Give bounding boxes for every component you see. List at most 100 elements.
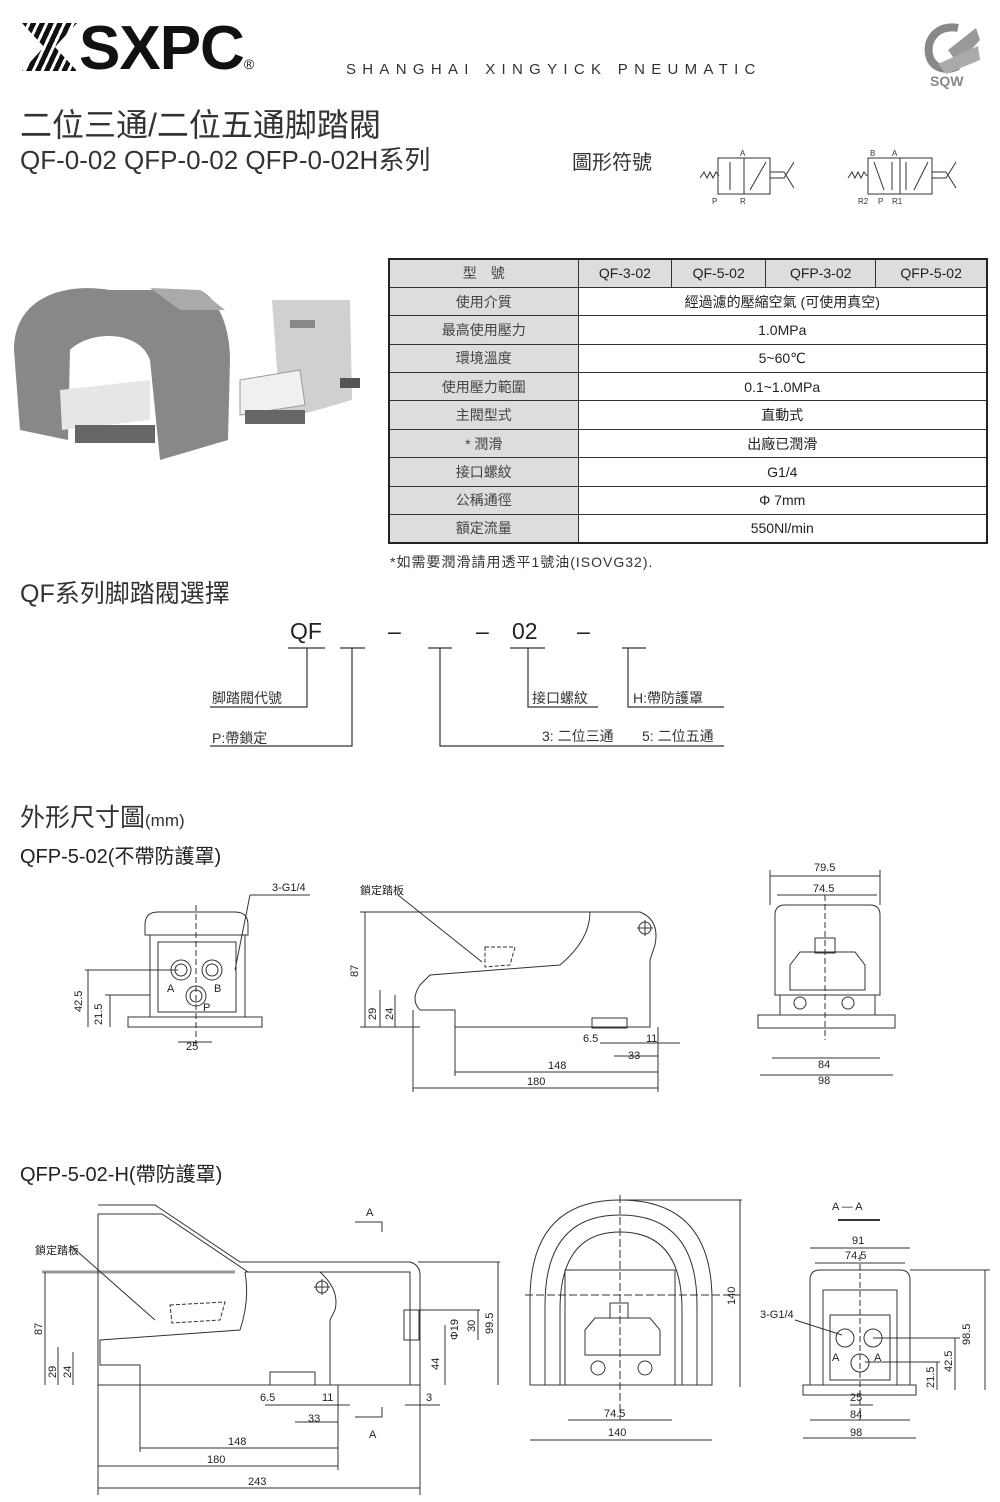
section-view-drawing	[794, 1219, 990, 1439]
label-five-way: 5: 二位五通	[642, 728, 714, 744]
lock-pedal-label: 鎖定踏板	[360, 885, 404, 897]
dimensions-title: 外形尺寸圖(mm)	[20, 798, 185, 834]
dimensions-title-text: 外形尺寸圖	[20, 804, 146, 832]
front-view-drawing	[85, 894, 310, 1045]
dim-label: 91	[852, 1235, 865, 1247]
three-way-symbol	[699, 157, 795, 195]
row-label: * 潤滑	[388, 428, 579, 459]
dim-label: 84	[818, 1059, 831, 1071]
guard-side-view-drawing	[42, 1204, 500, 1495]
port-label: R1	[892, 197, 903, 206]
row-label: 主閥型式	[388, 400, 579, 430]
page-title: 二位三通/二位五通脚踏閥	[20, 107, 381, 143]
row-label: 公稱通徑	[388, 485, 579, 516]
port-label-a: A	[874, 1352, 882, 1364]
model-header: QF-5-02	[671, 258, 767, 288]
dim-label: 21.5	[93, 1003, 105, 1025]
row-label: 使用介質	[388, 286, 579, 317]
row-value: 1.0MPa	[577, 315, 988, 345]
port-label: A	[892, 149, 898, 158]
port-label: R	[740, 197, 746, 206]
dim-label: 3-G1/4	[272, 882, 306, 894]
port-label-b: B	[214, 983, 222, 995]
dim-label: 243	[248, 1476, 267, 1488]
logo-text: SQW	[930, 73, 964, 89]
row-value: 0.1~1.0MPa	[577, 372, 988, 402]
port-label: R2	[858, 197, 869, 206]
table-footnote: *如需要潤滑請用透平1號油(ISOVG32).	[390, 554, 654, 570]
dim-label: 6.5	[583, 1033, 599, 1045]
port-label: P	[878, 197, 883, 206]
table-header-row: 型 號 QF-3-02 QF-5-02 QFP-3-02 QFP-5-02	[388, 258, 988, 288]
end-view-drawing	[757, 870, 896, 1076]
dim-label: 87	[349, 964, 361, 977]
port-label-p: P	[203, 1002, 211, 1014]
no-guard-title: QFP-5-02(不帶防護罩)	[20, 846, 222, 868]
dim-label: 98.5	[961, 1323, 973, 1345]
row-label: 接口螺紋	[388, 457, 579, 487]
dim-label: 79.5	[814, 862, 836, 874]
model-header: QFP-5-02	[875, 258, 988, 288]
row-label: 環境溫度	[388, 343, 579, 374]
dimensions-unit: (mm)	[145, 811, 185, 830]
dim-label: 42.5	[943, 1350, 955, 1372]
code-prefix: QF	[290, 618, 322, 644]
table-row: 使用介質經過濾的壓縮空氣 (可使用真空)	[388, 286, 988, 317]
dim-label: 6.5	[260, 1392, 276, 1404]
brand-logo: SXPC®	[22, 18, 254, 80]
guard-front-view-drawing	[525, 1195, 742, 1441]
registered-mark: ®	[243, 56, 254, 72]
label-port-thread: 接口螺紋	[532, 690, 588, 706]
dim-label: 148	[228, 1436, 247, 1448]
dim-label: Φ19	[449, 1318, 461, 1340]
pedal-without-guard-photo	[239, 300, 360, 424]
row-value: 出廠已潤滑	[577, 428, 988, 459]
dim-label: 87	[33, 1322, 45, 1335]
label-three-way: 3: 二位三通	[542, 728, 614, 744]
dim-label: 21.5	[925, 1366, 937, 1388]
code-separator: –	[476, 618, 489, 644]
row-value: 經過濾的壓縮空氣 (可使用真空)	[577, 286, 988, 317]
dim-label: 3-G1/4	[760, 1309, 794, 1321]
port-label-a: A	[832, 1352, 840, 1364]
code-separator: –	[577, 618, 590, 644]
side-view-drawing	[360, 894, 680, 1092]
port-label: P	[712, 197, 717, 206]
row-label: 額定流量	[388, 514, 579, 544]
header-label: 型 號	[388, 258, 579, 288]
row-value: 550Nl/min	[577, 514, 988, 544]
pedal-with-guard-photo	[14, 288, 230, 460]
dim-label: 180	[207, 1454, 226, 1466]
dim-label: 30	[466, 1319, 478, 1332]
model-header: QFP-3-02	[765, 258, 877, 288]
dim-label: 3	[426, 1392, 433, 1404]
port-label-a: A	[167, 983, 175, 995]
section-marker: A	[369, 1429, 377, 1441]
dim-label: 33	[628, 1050, 641, 1062]
port-label: A	[740, 149, 746, 158]
spec-table: 型 號 QF-3-02 QF-5-02 QFP-3-02 QFP-5-02 使用…	[388, 258, 988, 544]
dim-label: 84	[850, 1409, 863, 1421]
table-row: * 潤滑出廠已潤滑	[388, 428, 988, 459]
dim-label: 29	[47, 1365, 59, 1378]
dim-label: 74.5	[604, 1408, 626, 1420]
dim-label: 11	[322, 1392, 334, 1404]
row-label: 使用壓力範圍	[388, 372, 579, 402]
lock-pedal-label: 鎖定踏板	[35, 1245, 79, 1257]
dim-label: 148	[548, 1060, 567, 1072]
dim-label: 74.5	[813, 883, 835, 895]
label-lock: P:帶鎖定	[212, 730, 268, 746]
dim-label: 98	[850, 1427, 863, 1439]
dim-label: 74.5	[845, 1250, 867, 1262]
product-photos	[14, 288, 360, 460]
dim-label: 24	[384, 1007, 396, 1020]
valve-symbols: A P R B A R2 P R1	[699, 149, 957, 206]
sqw-logo: SQW	[918, 20, 988, 90]
dim-label: 25	[850, 1392, 863, 1404]
section-title: A — A	[832, 1201, 863, 1213]
label-guard: H:帶防護罩	[633, 690, 703, 706]
